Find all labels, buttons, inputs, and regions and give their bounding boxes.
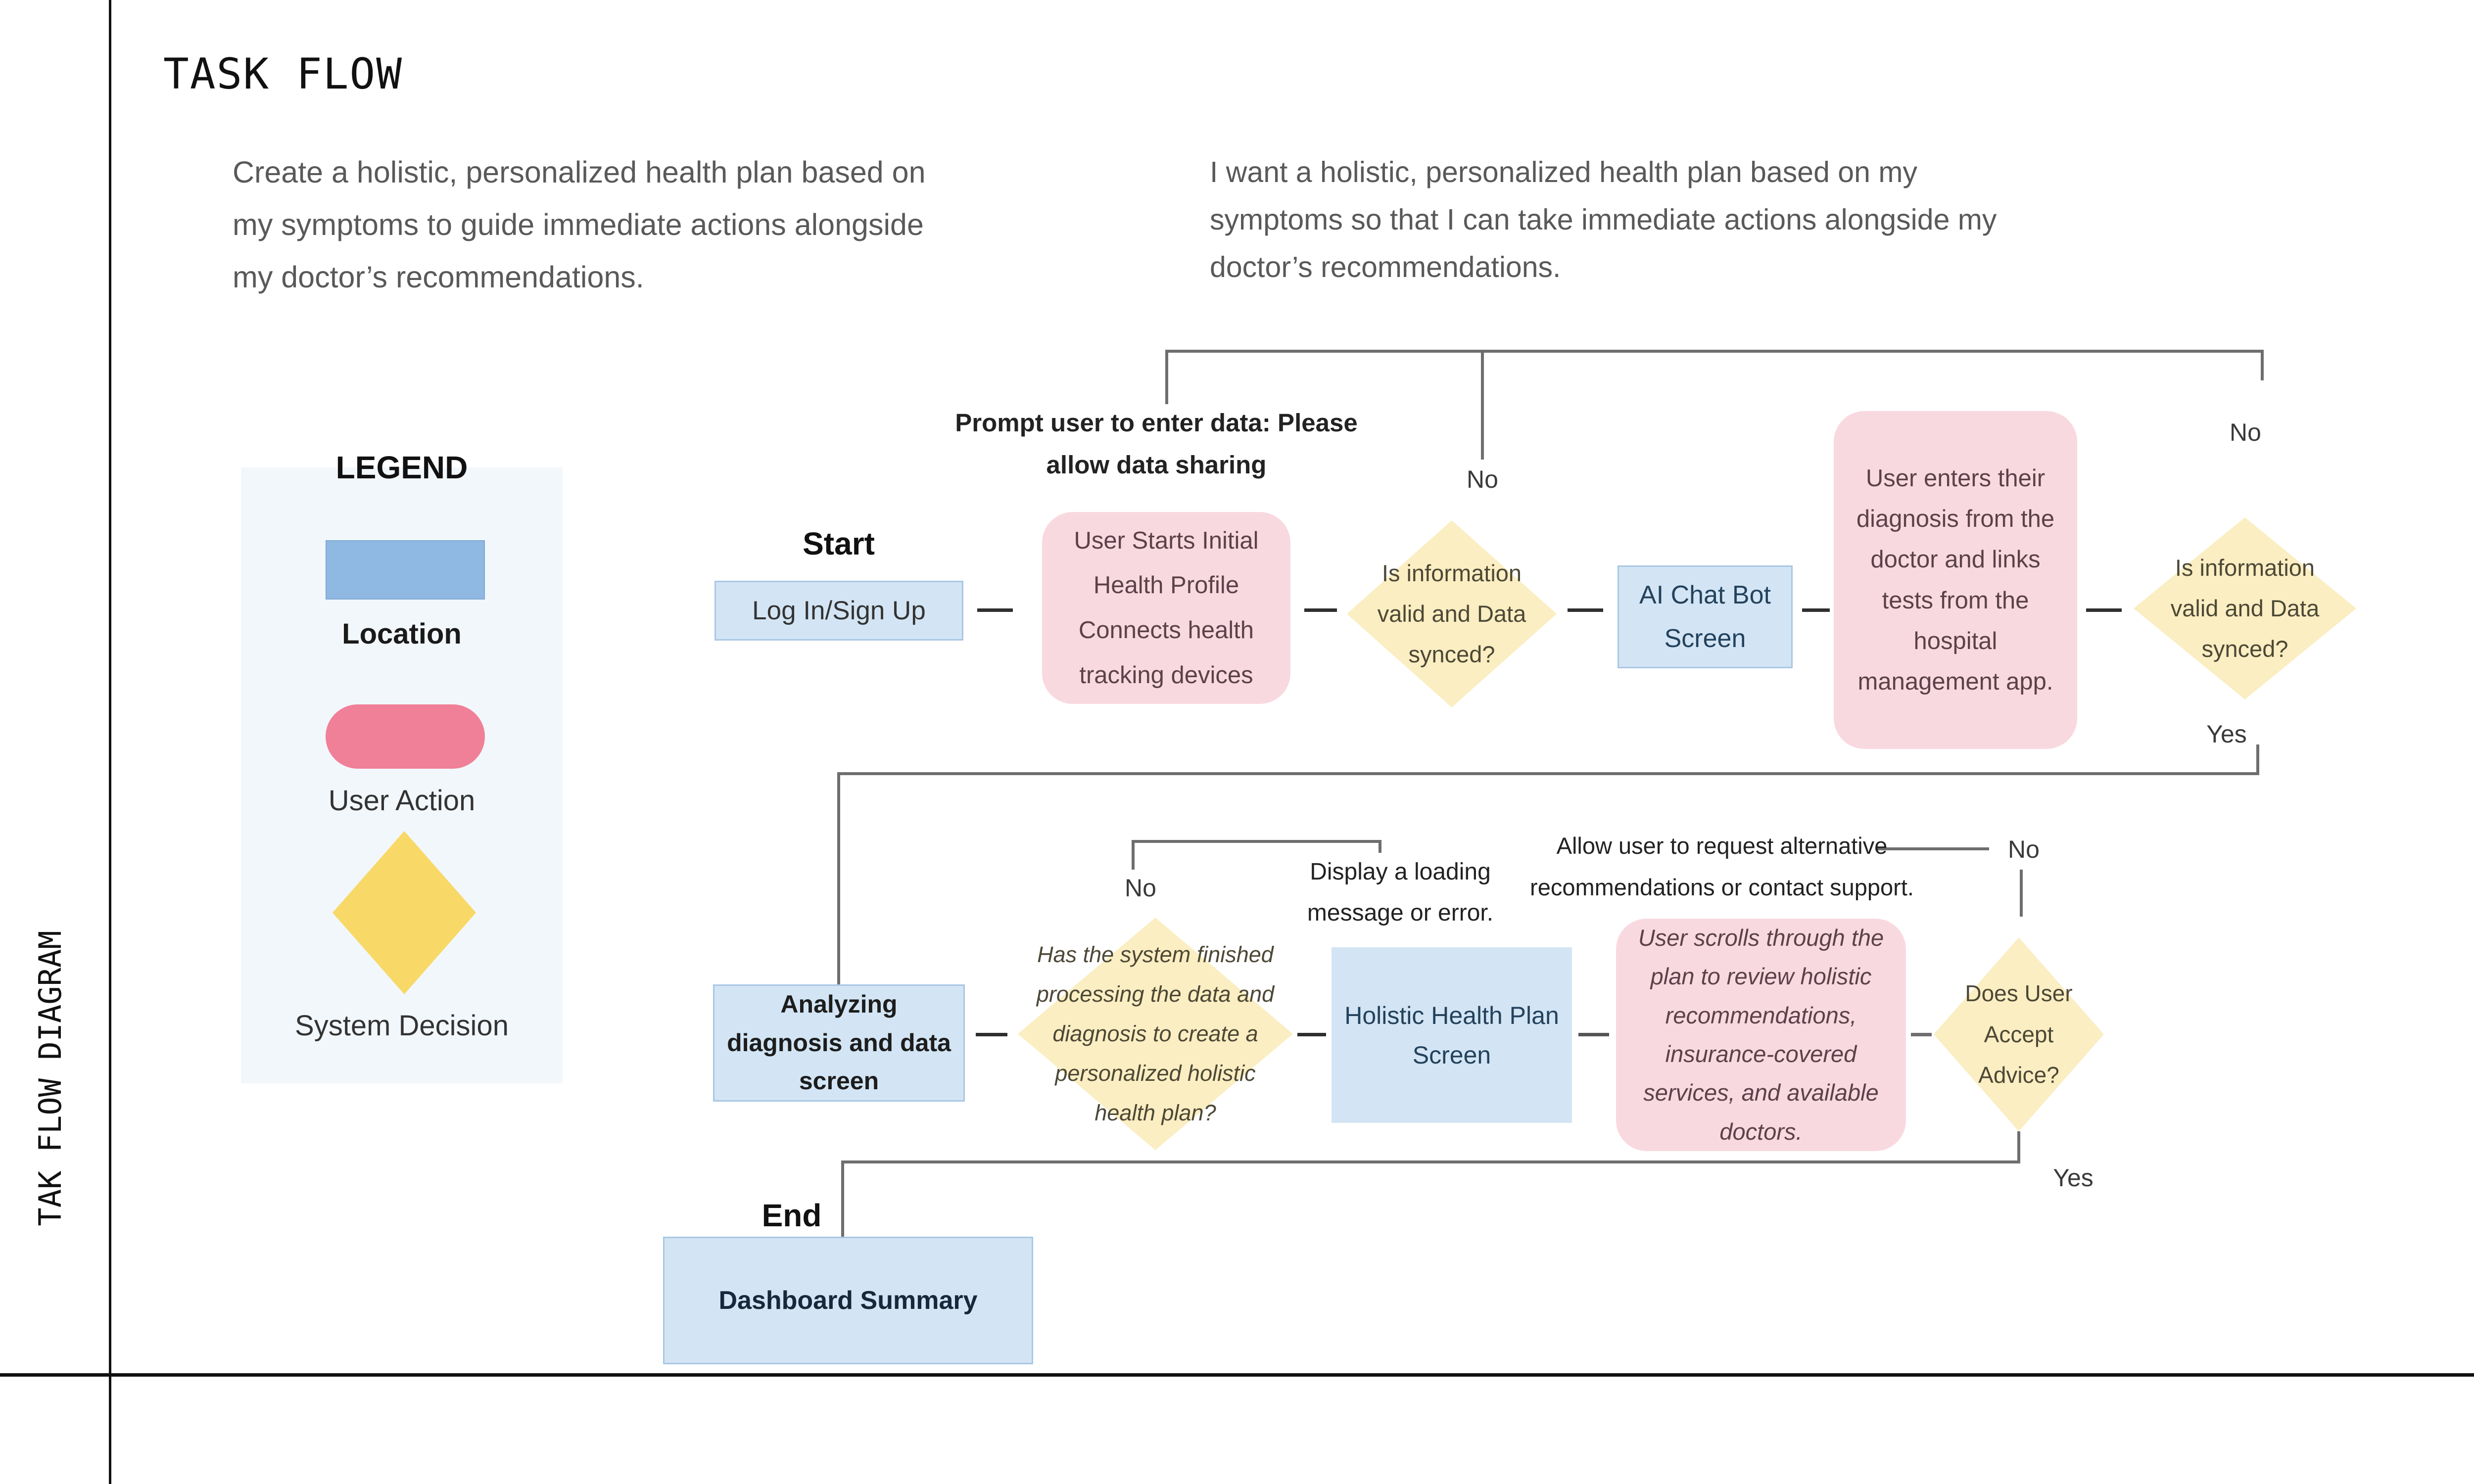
node-plan-screen: Holistic Health Plan Screen: [1332, 947, 1572, 1123]
connector-plan-scrolls: [1578, 1033, 1609, 1036]
decision-finished: Has the system finished processing the d…: [1018, 918, 1293, 1150]
legend-location-label: Location: [342, 618, 462, 650]
no-finished-right-leg: [1379, 840, 1381, 853]
end-marker: End: [761, 1198, 822, 1233]
yes-sync2-stub: [2256, 744, 2259, 775]
node-dashboard-screen: Dashboard Summary: [663, 1237, 1033, 1364]
legend-location-swatch: [326, 540, 485, 600]
node-chatbot-screen: AI Chat Bot Screen: [1618, 565, 1793, 668]
prompt-annotation: Prompt user to enter data: Please allow …: [955, 409, 1358, 479]
yes-label-sync2: Yes: [2206, 720, 2247, 748]
left-margin-rule: [109, 0, 111, 1484]
no-finished-line: [1132, 840, 1381, 843]
yes-label-accept: Yes: [2053, 1164, 2093, 1192]
node-login-screen: Log In/Sign Up: [714, 581, 963, 641]
no-sync1-drop-line: [1481, 350, 1484, 460]
connector-chatbot-diagnosis: [1802, 608, 1830, 612]
top-return-left-stub: [1165, 350, 1168, 404]
no-accept-stub: [2020, 870, 2023, 917]
no-label-sync1: No: [1467, 465, 1498, 493]
yes-accept-down-line: [841, 1160, 844, 1239]
yes-sync2-down-line: [837, 772, 840, 986]
decision-sync1: Is information valid and Data synced?: [1347, 520, 1557, 707]
start-marker: Start: [803, 526, 875, 561]
connector-finished-plan: [1297, 1033, 1326, 1036]
decision-finished-text: Has the system finished processing the d…: [1036, 941, 1275, 1126]
no-accept-line: [1875, 847, 1989, 850]
alternative-annotation: Allow user to request alternative recomm…: [1530, 833, 1914, 900]
connector-analyzing-finished: [976, 1033, 1007, 1036]
legend-system-decision-label: System Decision: [295, 1010, 509, 1042]
node-user-profile-action: User Starts Initial Health Profile Conne…: [1042, 512, 1290, 704]
decision-accept-text: Does User Accept Advice?: [1965, 980, 2073, 1088]
connector-scrolls-accept: [1911, 1033, 1932, 1036]
no-label-sync2: No: [2230, 418, 2261, 446]
decision-sync1-text: Is information valid and Data synced?: [1377, 559, 1526, 668]
legend-heading: LEGEND: [335, 450, 468, 485]
legend-user-action-swatch: [326, 704, 485, 769]
no-sync2-stub: [2261, 350, 2264, 380]
bottom-margin-rule: [0, 1373, 2474, 1377]
loading-annotation: Display a loading message or error.: [1307, 859, 1494, 926]
goal-paragraph: Create a holistic, personalized health p…: [233, 155, 926, 294]
decision-sync2: Is information valid and Data synced?: [2134, 517, 2356, 699]
yes-accept-cross-line: [841, 1160, 2020, 1163]
node-enter-diagnosis-action: User enters their diagnosis from the doc…: [1834, 411, 2077, 749]
connector-profile-sync1: [1304, 608, 1337, 612]
connector-diagnosis-sync2: [2086, 608, 2122, 612]
node-analyzing-screen: Analyzing diagnosis and data screen: [713, 984, 965, 1102]
decision-sync2-text: Is information valid and Data synced?: [2170, 554, 2320, 662]
no-finished-left-leg: [1132, 840, 1135, 870]
connector-sync1-chatbot: [1568, 608, 1603, 612]
legend-user-action-label: User Action: [328, 785, 476, 817]
node-user-scrolls-action: User scrolls through the plan to review …: [1616, 919, 1906, 1151]
no-label-accept: No: [2008, 835, 2040, 863]
no-label-finished: No: [1125, 874, 1156, 902]
yes-accept-stub: [2017, 1131, 2020, 1163]
side-vertical-label: TAK FLOW DIAGRAM: [32, 930, 68, 1226]
connector-login-profile: [977, 608, 1013, 612]
page-title: TASK FLOW: [163, 49, 403, 99]
user-story-paragraph: I want a holistic, personalized health p…: [1210, 156, 1997, 284]
decision-accept: Does User Accept Advice?: [1934, 937, 2104, 1131]
top-return-line: [1165, 350, 2264, 353]
yes-sync2-cross-line: [837, 772, 2259, 775]
